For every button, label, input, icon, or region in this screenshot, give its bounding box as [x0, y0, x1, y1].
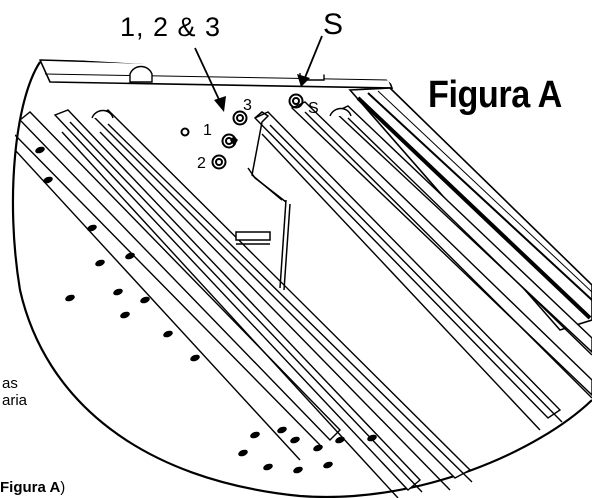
callout-arrows: [194, 35, 323, 112]
label-1: 1: [203, 122, 212, 139]
cropped-text-line-2: aria: [2, 392, 28, 409]
closing-paren: ): [60, 479, 66, 496]
magnifier-outline: [11, 61, 592, 498]
cropped-text-line-1: as: [2, 375, 18, 392]
label-2: 2: [197, 155, 206, 172]
label-3: 3: [243, 97, 252, 114]
label-s: S: [308, 100, 319, 117]
callout-screw-s: S: [323, 8, 344, 41]
cropped-text-line-3: Figura A): [0, 480, 65, 496]
figure-reference: Figura A: [0, 479, 61, 496]
callout-screws-1-2-3: 1, 2 & 3: [120, 12, 222, 42]
fixture-housing: [15, 59, 592, 498]
figure-title: Figura A: [428, 74, 562, 116]
